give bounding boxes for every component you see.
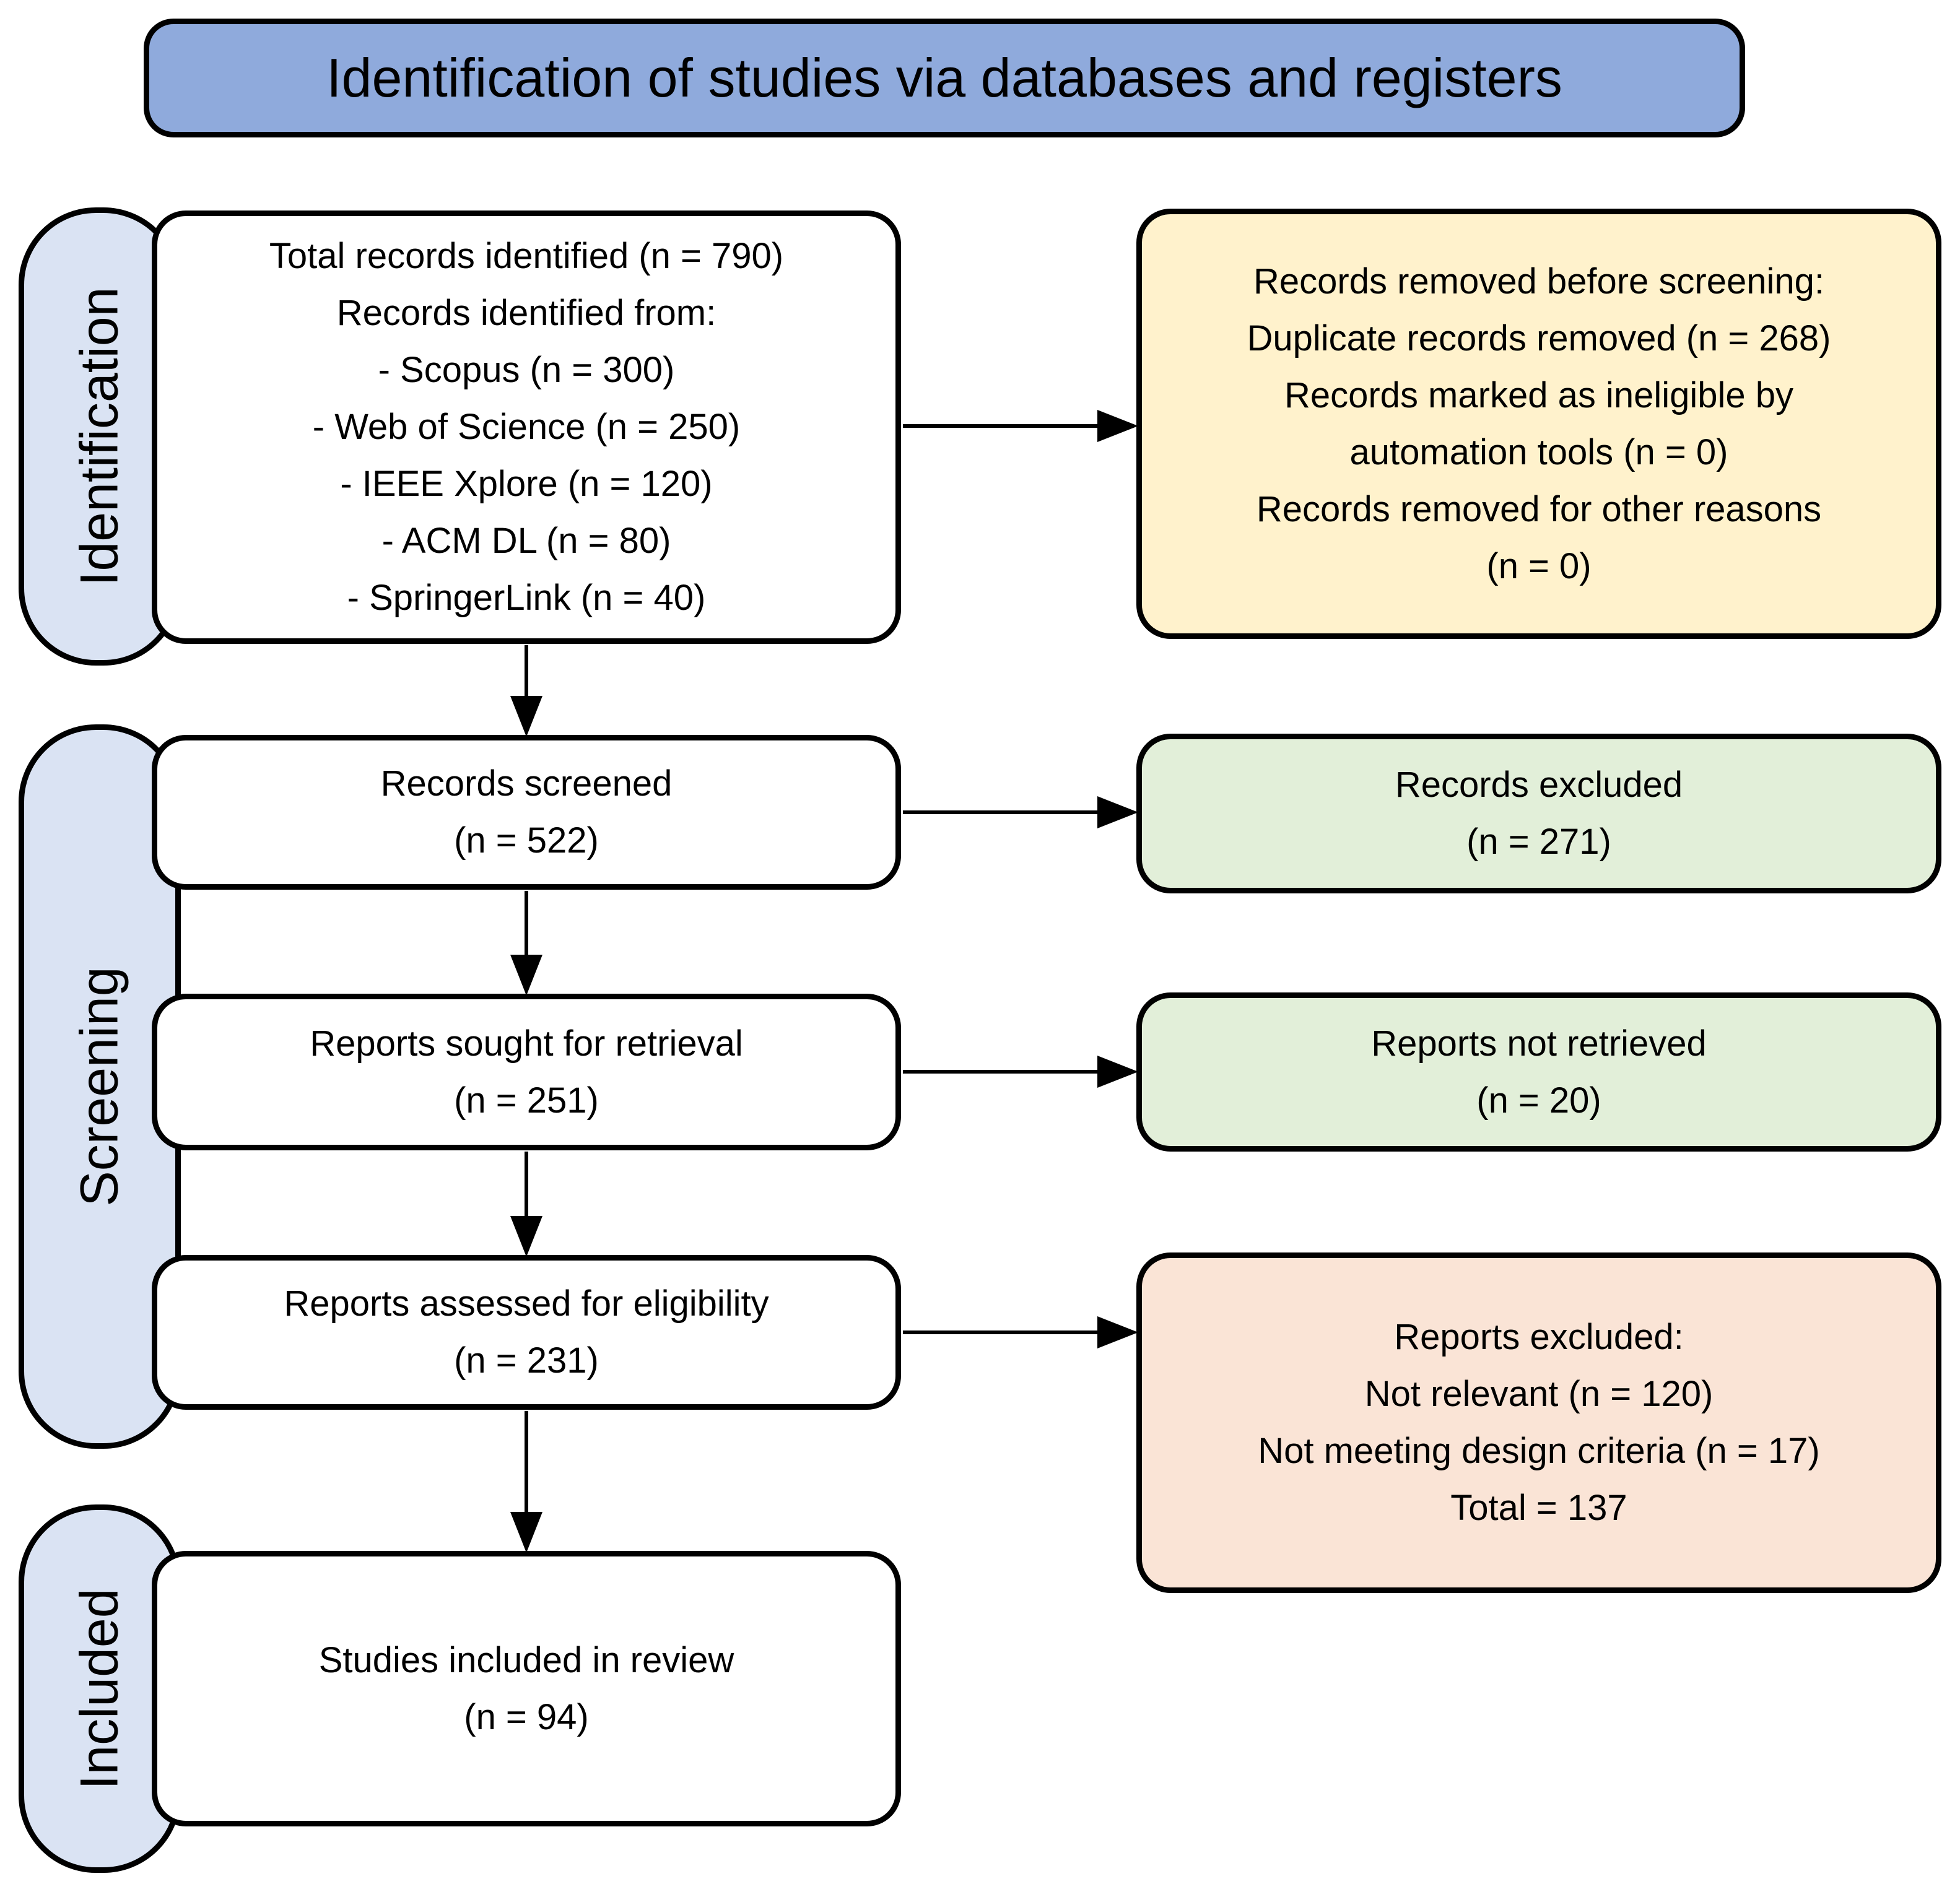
stage-label-screening-text: Screening	[69, 966, 129, 1207]
text-line: - SpringerLink (n = 40)	[347, 578, 706, 618]
text-line: - Scopus (n = 300)	[378, 350, 675, 390]
text-line: automation tools (n = 0)	[1349, 432, 1728, 472]
text-line: Records removed before screening:	[1253, 261, 1825, 302]
arrow-sought-to-assessed	[510, 1152, 542, 1257]
text-line: Records identified from:	[336, 293, 716, 333]
stage-label-included-text: Included	[69, 1587, 129, 1790]
box-records-screened: Records screened (n = 522)	[152, 735, 901, 890]
arrow-identified-to-screened	[510, 645, 542, 737]
box-records-identified: Total records identified (n = 790) Record…	[152, 211, 901, 644]
arrow-screened-to-sought	[510, 891, 542, 996]
text-line: Records excluded	[1395, 765, 1683, 805]
text-line: Total = 137	[1450, 1488, 1627, 1528]
text-line: (n = 271)	[1466, 822, 1611, 862]
text-line: (n = 0)	[1486, 545, 1592, 586]
text-line: Reports not retrieved	[1371, 1023, 1707, 1064]
text-line: (n = 94)	[464, 1696, 589, 1737]
box-reports-not-retrieved: Reports not retrieved (n = 20)	[1136, 992, 1941, 1152]
text-line: Reports excluded:	[1394, 1317, 1684, 1357]
diagram-title-text: Identification of studies via databases …	[326, 47, 1562, 108]
box-records-excluded: Records excluded (n = 271)	[1136, 734, 1941, 893]
box-reports-assessed: Reports assessed for eligibility (n = 231…	[152, 1255, 901, 1410]
diagram-title: Identification of studies via databases …	[144, 19, 1745, 137]
box-reports-excluded: Reports excluded: Not relevant (n = 120) N…	[1136, 1252, 1941, 1593]
arrow-screened-to-excluded	[903, 796, 1138, 828]
arrow-assessed-to-included	[510, 1411, 542, 1553]
text-line: Not meeting design criteria (n = 17)	[1258, 1431, 1820, 1471]
text-line: Records marked as ineligible by	[1284, 375, 1794, 415]
text-line: Total records identified (n = 790)	[269, 236, 784, 276]
text-line: Records removed for other reasons	[1256, 488, 1822, 529]
text-line: Studies included in review	[318, 1639, 734, 1680]
arrow-identified-to-removed	[903, 410, 1138, 442]
text-line: Duplicate records removed (n = 268)	[1247, 318, 1831, 358]
text-line: Reports sought for retrieval	[310, 1023, 743, 1064]
box-records-removed-before-screening: Records removed before screening: Duplica…	[1136, 209, 1941, 639]
text-line: (n = 522)	[454, 820, 599, 861]
text-line: (n = 251)	[454, 1080, 599, 1121]
text-line: - Web of Science (n = 250)	[312, 407, 741, 447]
text-line: - ACM DL (n = 80)	[381, 521, 671, 561]
text-line: (n = 231)	[454, 1340, 599, 1381]
text-line: (n = 20)	[1476, 1080, 1601, 1121]
box-studies-included: Studies included in review (n = 94)	[152, 1551, 901, 1826]
stage-label-identification-text: Identification	[69, 287, 129, 586]
text-line: Reports assessed for eligibility	[284, 1283, 769, 1324]
text-line: - IEEE Xplore (n = 120)	[340, 464, 713, 504]
text-line: Records screened	[380, 763, 673, 804]
text-line: Not relevant (n = 120)	[1364, 1374, 1714, 1414]
box-reports-sought: Reports sought for retrieval (n = 251)	[152, 994, 901, 1150]
arrow-assessed-to-reports-excluded	[903, 1316, 1138, 1348]
arrow-sought-to-not-retrieved	[903, 1056, 1138, 1088]
